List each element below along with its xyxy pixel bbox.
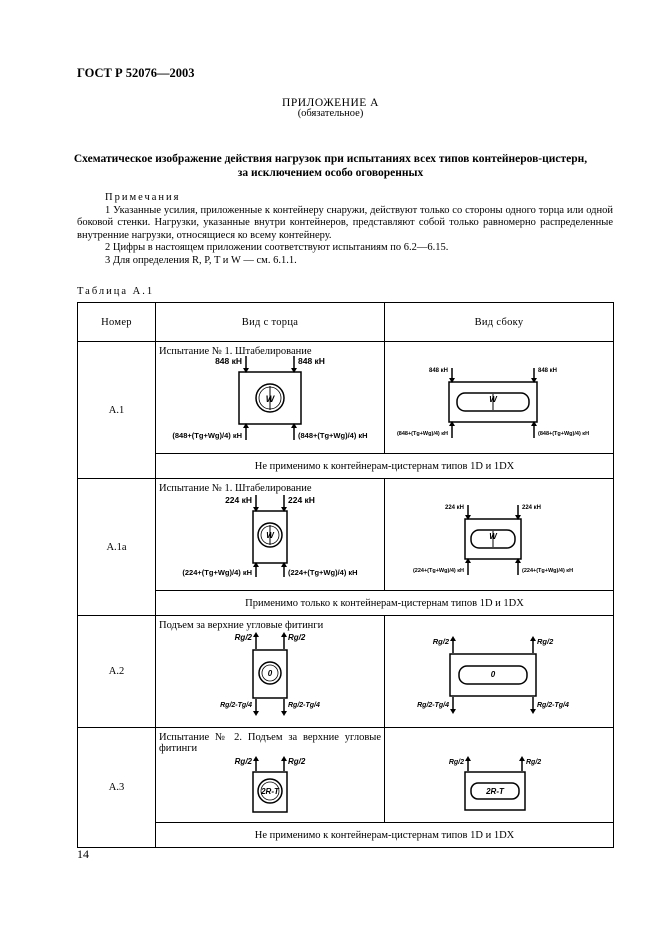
- end-view-diagram: 2R-T Rg/2 Rg/2: [235, 756, 306, 813]
- table-footer-row: Применимо только к контейнерам-цистернам…: [78, 590, 614, 616]
- header-side-view: Вид сбоку: [384, 302, 614, 342]
- top-load-label: 224 кН: [288, 495, 315, 505]
- table-row: А.1а Испытание № 1. Штабелирование W 224…: [77, 478, 614, 616]
- row-number: А.2: [77, 615, 156, 728]
- inner-load-label: 0: [268, 669, 273, 678]
- inner-load-label: W: [266, 531, 275, 540]
- side-view-diagram: 0 Rg/2 Rg/2 Rg/2-Tg/4 Rg/2-Tg/4: [417, 636, 569, 714]
- end-view-diagram: W 224 кН 224 кН (224+(Tg+Wg)/4) кН (224+…: [182, 495, 358, 577]
- table-footer-row: Не применимо к контейнерам-цистернам тип…: [78, 822, 614, 848]
- top-load-label: Rg/2: [235, 757, 253, 766]
- row-number: А.1: [77, 341, 156, 479]
- top-load-label: 848 кН: [429, 368, 448, 374]
- end-view-cell: Испытание № 1. Штабелирование W 848 кН 8…: [155, 341, 385, 454]
- side-view-cell: W 224 кН 224 кН (224+(Tg+Wg)/4) кН (224+…: [384, 478, 614, 591]
- container-side-rect: [464, 771, 526, 811]
- table-caption: Таблица А.1: [77, 286, 155, 297]
- section-title: Схематическое изображение действия нагру…: [0, 152, 661, 180]
- inner-load-label: W: [266, 394, 276, 404]
- row-number: А.1а: [77, 478, 156, 616]
- bottom-load-label: Rg/2-Tg/4: [220, 702, 252, 709]
- page-number: 14: [77, 847, 89, 861]
- test-title: Испытание № 1. Штабелирование: [159, 346, 312, 357]
- section-title-line1: Схематическое изображение действия нагру…: [73, 153, 588, 165]
- top-load-label: Rg/2: [449, 759, 464, 766]
- test-title: Испытание № 1. Штабелирование: [159, 483, 312, 494]
- inner-load-label: 0: [491, 670, 496, 679]
- bottom-load-label: (848+(Tg+Wg)/4) кН: [538, 431, 589, 437]
- end-view-diagram: W 848 кН 848 кН (848+(Tg+Wg)/4) кН (848+…: [172, 356, 368, 440]
- table-row: А.2 Подъем за верхние угловые фитинги 0 …: [77, 615, 614, 728]
- end-view-cell: Подъем за верхние угловые фитинги 0 Rg/2…: [155, 615, 385, 728]
- top-load-label: 224 кН: [225, 495, 252, 505]
- row-number: А.3: [77, 727, 156, 848]
- arrow-head: [243, 423, 249, 428]
- top-load-label: 848 кН: [215, 356, 242, 366]
- top-load-label: Rg/2: [235, 633, 253, 642]
- end-view-cell: Испытание № 1. Штабелирование W 224 кН 2…: [155, 478, 385, 591]
- side-view-diagram: W 848 кН 848 кН (848+(Tg+Wg)/4) кН (848+…: [397, 368, 589, 438]
- arrow-head: [243, 368, 249, 373]
- load-table: Номер Вид с торца Вид сбоку А.1 Испытани…: [77, 302, 614, 848]
- bottom-load-label: (224+(Tg+Wg)/4) кН: [288, 568, 358, 577]
- side-view-diagram: 2R-T Rg/2 Rg/2: [449, 756, 541, 811]
- top-load-label: Rg/2: [288, 633, 306, 642]
- end-view-diagram: 0 Rg/2 Rg/2 Rg/2-Tg/4 Rg/2-Tg/4: [220, 632, 320, 716]
- inner-load-label: W: [489, 395, 498, 404]
- note-1: 1 Указанные усилия, приложенные к контей…: [77, 204, 613, 241]
- header-number: Номер: [77, 302, 156, 342]
- arrow-head: [291, 368, 297, 373]
- side-view-diagram: W 224 кН 224 кН (224+(Tg+Wg)/4) кН (224+…: [413, 505, 573, 575]
- document-header: ГОСТ Р 52076—2003: [77, 66, 195, 80]
- note-3: 3 Для определения R, P, T и W — см. 6.1.…: [105, 254, 297, 266]
- bottom-load-label: Rg/2-Tg/4: [537, 702, 569, 709]
- side-view-cell: 2R-T Rg/2 Rg/2: [384, 727, 614, 823]
- end-view-cell: Испытание № 2. Подъем за верхние угловые…: [155, 727, 385, 823]
- bottom-load-label: (848+(Tg+Wg)/4) кН: [298, 431, 368, 440]
- container-side-rect: [449, 653, 537, 697]
- top-load-label: 224 кН: [445, 505, 464, 511]
- appendix-title: ПРИЛОЖЕНИЕ А: [282, 97, 379, 109]
- tank-circle: [255, 383, 285, 413]
- arrow-head: [291, 423, 297, 428]
- top-load-label: 224 кН: [522, 505, 541, 511]
- inner-load-label: 2R-T: [260, 787, 280, 796]
- top-load-label: Rg/2: [537, 637, 554, 646]
- side-view-cell: W 848 кН 848 кН (848+(Tg+Wg)/4) кН (848+…: [384, 341, 614, 454]
- header-end-view: Вид с торца: [155, 302, 385, 342]
- notes-heading: Примечания: [105, 192, 181, 203]
- notes-block: Примечания 1 Указанные усилия, приложенн…: [77, 192, 613, 267]
- table-footer-row: Не применимо к контейнерам-цистернам тип…: [78, 453, 614, 479]
- appendix-status: (обязательное): [297, 108, 364, 119]
- row-footer: Применимо только к контейнерам-цистернам…: [155, 590, 614, 616]
- section-title-line2: за исключением особо оговоренных: [237, 167, 424, 179]
- row-footer: Не применимо к контейнерам-цистернам тип…: [155, 822, 614, 848]
- bottom-load-label: (848+(Tg+Wg)/4) кН: [397, 431, 448, 437]
- bottom-load-label: (224+(Tg+Wg)/4) кН: [413, 568, 464, 574]
- top-load-label: Rg/2: [526, 759, 541, 766]
- table-row: А.1 Испытание № 1. Штабелирование W 848 …: [77, 341, 614, 479]
- table-row: А.3 Испытание № 2. Подъем за верхние угл…: [77, 727, 614, 848]
- top-load-label: Rg/2: [433, 637, 450, 646]
- top-load-label: 848 кН: [538, 368, 557, 374]
- inner-load-label: W: [489, 532, 498, 541]
- bottom-load-label: (224+(Tg+Wg)/4) кН: [182, 568, 252, 577]
- inner-load-label: 2R-T: [485, 787, 505, 796]
- bottom-load-label: Rg/2-Tg/4: [288, 702, 320, 709]
- bottom-load-label: (848+(Tg+Wg)/4) кН: [172, 431, 242, 440]
- side-view-cell: 0 Rg/2 Rg/2 Rg/2-Tg/4 Rg/2-Tg/4: [384, 615, 614, 728]
- test-title: Испытание № 2. Подъем за верхние угловые…: [159, 732, 381, 754]
- row-footer: Не применимо к контейнерам-цистернам тип…: [155, 453, 614, 479]
- tank-shell: [456, 392, 530, 412]
- bottom-load-label: (224+(Tg+Wg)/4) кН: [522, 568, 573, 574]
- tank-circle: [257, 522, 283, 548]
- top-load-label: 848 кН: [298, 356, 325, 366]
- note-2: 2 Цифры в настоящем приложении соответст…: [105, 242, 449, 253]
- top-load-label: Rg/2: [288, 757, 306, 766]
- table-header-row: Номер Вид с торца Вид сбоку: [77, 302, 614, 342]
- bottom-load-label: Rg/2-Tg/4: [417, 702, 449, 709]
- test-title: Подъем за верхние угловые фитинги: [159, 620, 324, 631]
